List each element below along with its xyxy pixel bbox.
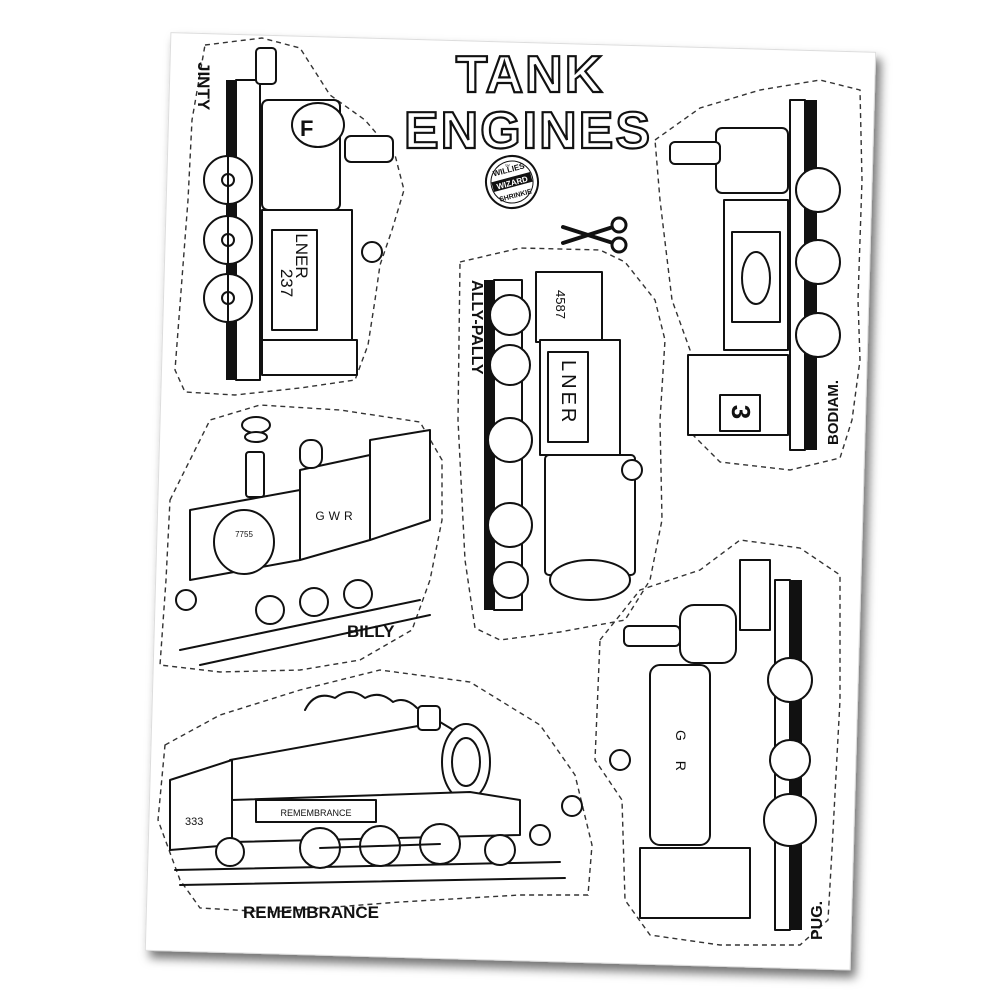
jinty-plate-line1: LNER	[292, 233, 311, 278]
engine-ally-pally: 4587 LNER ALLY-PALLY	[457, 247, 666, 641]
logo-by-text: by	[505, 162, 510, 168]
ally-pally-plate: LNER	[557, 360, 579, 425]
billy-plate: GWR	[315, 509, 356, 523]
bodiam-number-plate: 3	[726, 405, 756, 419]
bodiam-engine-drawing: 3	[669, 99, 841, 451]
ally-pally-label: ALLY-PALLY	[468, 280, 485, 375]
wizard-logo: WIZARD WILLIES by SHRINKIE	[485, 155, 539, 209]
remembrance-nameplate: REMEMBRANCE	[280, 808, 351, 818]
title-line-2: ENGINES	[404, 102, 652, 160]
remembrance-engine-drawing: 333 REMEMBRANCE	[169, 691, 583, 886]
billy-smokebox-number: 7755	[235, 530, 253, 539]
engine-jinty: F LNER 237 JINTY	[174, 37, 405, 396]
pug-label: PUG.	[809, 901, 826, 940]
ally-pally-number: 4587	[553, 290, 568, 319]
engine-remembrance: 333 REMEMBRANCE REMEMBRANCE	[157, 669, 593, 922]
jinty-label: JINTY	[194, 62, 213, 111]
remembrance-number: 333	[185, 816, 203, 828]
billy-engine-drawing: 7755 GWR	[175, 416, 431, 666]
title-line-1: TANK	[456, 46, 605, 104]
remembrance-label: REMEMBRANCE	[243, 903, 379, 922]
title-block: TANK ENGINES	[403, 45, 652, 161]
engine-billy: 7755 GWR BILLY	[159, 404, 443, 673]
pug-letters: G R	[673, 730, 689, 779]
engine-pug: G R PUG.	[594, 539, 841, 946]
jinty-smokebox-letter: F	[300, 116, 313, 141]
ally-pally-engine-drawing: 4587 LNER	[484, 271, 643, 611]
engine-bodiam: 3 BODIAM.	[654, 79, 863, 471]
jinty-engine-drawing: F LNER 237	[203, 47, 394, 381]
scissors-icon	[561, 216, 628, 254]
bodiam-label: BODIAM.	[825, 380, 842, 445]
jinty-plate-line2: 237	[277, 269, 296, 297]
billy-label: BILLY	[347, 622, 395, 641]
pug-engine-drawing: G R	[609, 559, 817, 931]
